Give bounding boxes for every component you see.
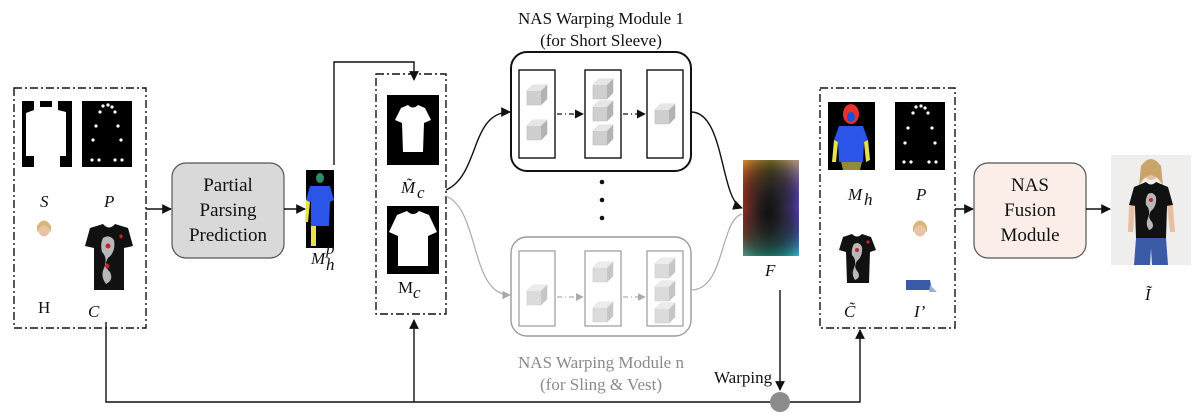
label-i-tilde: Ĩ xyxy=(1144,285,1153,304)
modulen-title-line2: (for Sling & Vest) xyxy=(540,375,662,394)
label-mhp-sub: h xyxy=(326,255,335,274)
line-c-to-warping xyxy=(105,322,771,403)
arrow-module1-to-flow xyxy=(690,111,743,210)
arrow-mask-to-module1 xyxy=(445,107,511,191)
input-group-box xyxy=(13,87,147,329)
label-s: S xyxy=(40,192,49,211)
warping-node xyxy=(770,392,790,412)
label-mh-base: M xyxy=(847,185,863,204)
mask-group-box xyxy=(375,73,447,315)
module1-title-line2: (for Short Sleeve) xyxy=(540,31,662,50)
label-f: F xyxy=(764,261,776,280)
partial-parsing-box xyxy=(171,162,285,259)
mc-tilde-image xyxy=(387,95,439,165)
label-mc-sub: c xyxy=(413,283,421,302)
label-i-prime: I’ xyxy=(913,302,926,321)
partial-line2: Parsing xyxy=(200,200,258,221)
label-mc-base: M xyxy=(398,278,413,297)
flow-field-image xyxy=(743,160,799,256)
arrow-mask-to-modulen xyxy=(445,195,511,300)
label-mc-tilde-base: M̃ xyxy=(400,178,416,197)
arrow-mhp-to-mask-group xyxy=(333,61,419,165)
partial-line1: Partial xyxy=(203,175,253,196)
module1-block-1 xyxy=(518,69,556,159)
label-warping: Warping xyxy=(714,368,773,387)
modulen-title-line1: NAS Warping Module n xyxy=(518,353,684,372)
head-image-right xyxy=(913,220,927,237)
label-c-tilde: C̃ xyxy=(844,302,856,321)
mh-image xyxy=(828,102,875,170)
c-tshirt-image xyxy=(85,224,133,290)
arrow-modulen-to-flow xyxy=(690,213,743,291)
mc-image xyxy=(387,206,439,274)
fusion-line1: NAS xyxy=(1011,175,1049,196)
label-c: C xyxy=(88,302,100,321)
i-prime-image xyxy=(906,280,937,292)
h-head-image xyxy=(37,220,51,237)
arrow-warping-to-output-group xyxy=(789,329,865,403)
partial-line3: Prediction xyxy=(189,225,268,246)
label-mhp-base: M xyxy=(310,249,326,268)
fusion-input-group-box xyxy=(819,87,956,329)
output-image xyxy=(1111,155,1191,265)
fusion-line2: Fusion xyxy=(1004,200,1056,221)
label-mhp-sup: p xyxy=(325,239,335,258)
nas-fusion-module-box xyxy=(973,162,1087,259)
label-mh-sub: h xyxy=(864,190,873,209)
p-pose-image-right xyxy=(895,102,945,170)
s-image xyxy=(22,101,72,167)
label-h: H xyxy=(38,298,50,317)
mhp-parsing-image xyxy=(305,170,334,248)
label-p-right: P xyxy=(915,185,926,204)
c-tilde-image xyxy=(839,234,876,283)
label-p: P xyxy=(103,192,114,211)
fusion-line3: Module xyxy=(1000,225,1059,246)
label-mc-tilde-sub: c xyxy=(417,183,425,202)
p-pose-image xyxy=(82,101,132,167)
module1-title-line1: NAS Warping Module 1 xyxy=(518,9,684,28)
